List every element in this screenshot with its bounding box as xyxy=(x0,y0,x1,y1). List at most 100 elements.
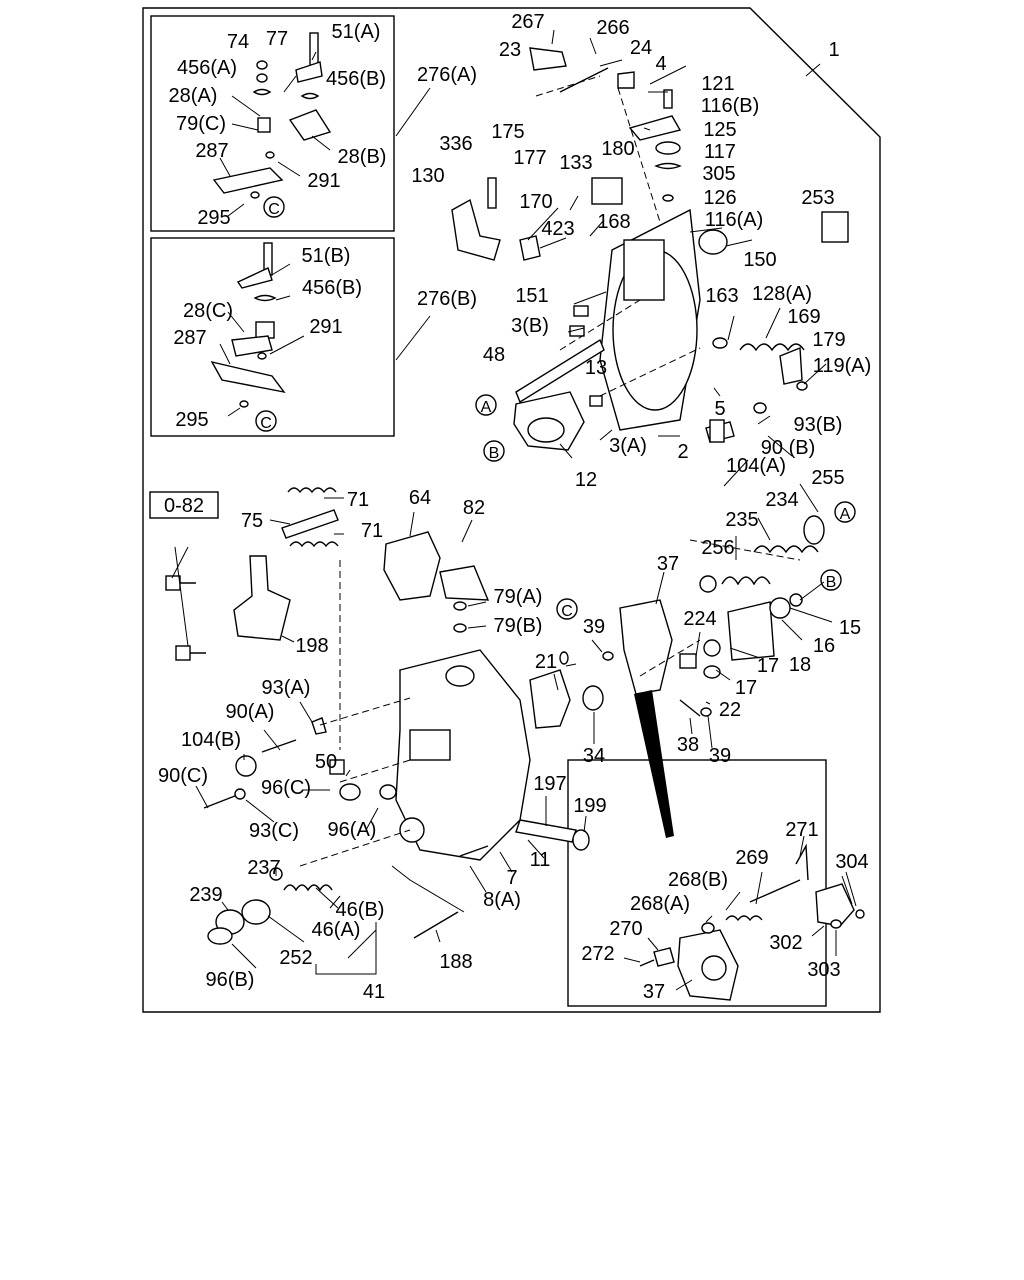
label-456b-inset-b: 456(B) xyxy=(302,277,362,299)
marker-c-circle-a xyxy=(263,196,285,218)
diagram-frame xyxy=(142,7,881,1013)
marker-b-b: B xyxy=(826,574,837,591)
label-74: 74 xyxy=(227,31,249,53)
cross-reference-box xyxy=(149,491,219,519)
marker-a-circle-b xyxy=(834,501,856,523)
inset-box-speed-control xyxy=(567,759,827,1007)
label-93b: 93(B) xyxy=(794,414,843,436)
label-295-a: 295 xyxy=(197,207,230,229)
label-150: 150 xyxy=(743,249,776,271)
label-96a: 96(A) xyxy=(328,819,377,841)
label-180: 180 xyxy=(601,138,634,160)
marker-a-circle-a xyxy=(475,394,497,416)
label-197: 197 xyxy=(533,773,566,795)
label-22: 22 xyxy=(719,699,741,721)
cross-reference-label: 0-82 xyxy=(164,495,204,517)
label-267: 267 xyxy=(511,11,544,33)
label-304: 304 xyxy=(835,851,868,873)
label-28c: 28(C) xyxy=(183,300,233,322)
label-18: 18 xyxy=(789,654,811,676)
label-170: 170 xyxy=(519,191,552,213)
label-15: 15 xyxy=(839,617,861,639)
label-11: 11 xyxy=(530,849,551,871)
label-21: 21 xyxy=(535,651,557,673)
label-295-b: 295 xyxy=(175,409,208,431)
label-287-a: 287 xyxy=(195,140,228,162)
label-93a: 93(A) xyxy=(262,677,311,699)
label-269: 269 xyxy=(735,847,768,869)
part-labels: 1 267 266 23 24 4 121 116(B) 125 117 305… xyxy=(158,11,871,1003)
inset-box-276a xyxy=(150,15,395,232)
label-234: 234 xyxy=(765,489,798,511)
alignment-guides xyxy=(299,75,801,867)
label-199: 199 xyxy=(573,795,606,817)
label-96c: 96(C) xyxy=(261,777,311,799)
label-82: 82 xyxy=(463,497,485,519)
label-423: 423 xyxy=(541,218,574,240)
mounting-bracket-group xyxy=(165,487,339,661)
label-302: 302 xyxy=(769,932,802,954)
label-121: 121 xyxy=(701,73,734,95)
marker-c-circle-b xyxy=(255,410,277,432)
reference-markers: C C A B A B C xyxy=(255,196,856,620)
label-3a: 3(A) xyxy=(609,435,647,457)
label-17-b: 17 xyxy=(735,677,757,699)
label-224: 224 xyxy=(683,608,716,630)
label-117: 117 xyxy=(704,141,736,163)
label-1: 1 xyxy=(828,39,839,61)
label-77: 77 xyxy=(266,28,288,50)
label-16: 16 xyxy=(813,635,835,657)
parts-drawing xyxy=(165,32,865,1001)
label-3b: 3(B) xyxy=(511,315,549,337)
label-13: 13 xyxy=(585,357,607,379)
label-46b: 46(B) xyxy=(336,899,385,921)
label-255: 255 xyxy=(811,467,844,489)
label-28a: 28(A) xyxy=(169,85,218,107)
label-179: 179 xyxy=(812,329,845,351)
lever-assembly-a xyxy=(212,32,332,199)
label-268a: 268(A) xyxy=(630,893,690,915)
label-119a: 119(A) xyxy=(813,355,872,377)
label-272: 272 xyxy=(581,943,614,965)
label-287-b: 287 xyxy=(173,327,206,349)
label-12: 12 xyxy=(575,469,597,491)
label-51b: 51(B) xyxy=(302,245,351,267)
label-38: 38 xyxy=(677,734,699,756)
label-151: 151 xyxy=(515,285,548,307)
marker-b-circle-b xyxy=(820,569,842,591)
label-130: 130 xyxy=(411,165,444,187)
label-116b: 116(B) xyxy=(701,95,760,117)
label-1718-combined: 17 xyxy=(757,655,779,677)
label-270: 270 xyxy=(609,918,642,940)
pump-body-group xyxy=(203,419,825,945)
label-291-b: 291 xyxy=(309,316,342,338)
label-168: 168 xyxy=(597,211,630,233)
label-266: 266 xyxy=(596,17,629,39)
label-51a: 51(A) xyxy=(332,21,381,43)
label-37-b: 37 xyxy=(643,981,665,1003)
label-75: 75 xyxy=(241,510,263,532)
label-169: 169 xyxy=(787,306,820,328)
label-235: 235 xyxy=(725,509,758,531)
label-28b: 28(B) xyxy=(338,146,387,168)
marker-c-c: C xyxy=(561,603,573,620)
label-177: 177 xyxy=(513,147,546,169)
label-34: 34 xyxy=(583,745,605,767)
label-24: 24 xyxy=(630,37,652,59)
label-39-a: 39 xyxy=(583,616,605,638)
label-456a-inset: 456(A) xyxy=(177,57,237,79)
label-37-a: 37 xyxy=(657,553,679,575)
label-71-a: 71 xyxy=(347,489,369,511)
label-50: 50 xyxy=(315,751,337,773)
label-237: 237 xyxy=(247,857,280,879)
label-175: 175 xyxy=(491,121,524,143)
label-41: 41 xyxy=(363,981,385,1003)
label-79a: 79(A) xyxy=(494,586,543,608)
label-128a: 128(A) xyxy=(752,283,812,305)
label-79c: 79(C) xyxy=(176,113,226,135)
inset-pointer xyxy=(634,690,674,838)
label-305: 305 xyxy=(702,163,735,185)
label-104b: 104(B) xyxy=(181,729,241,751)
label-96b: 96(B) xyxy=(206,969,255,991)
